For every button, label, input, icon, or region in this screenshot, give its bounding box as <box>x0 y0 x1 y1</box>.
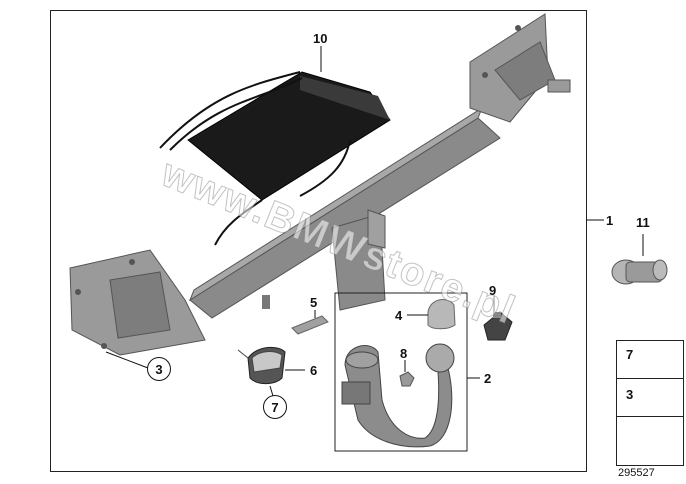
tow-bar-crossbeam <box>188 106 501 319</box>
callout-5: 5 <box>310 295 318 310</box>
callout-3-circled: 3 <box>147 357 171 381</box>
detachable-ball-neck <box>341 343 455 448</box>
socket-cover <box>237 346 286 385</box>
callout-11: 11 <box>636 215 650 230</box>
callout-9: 9 <box>489 283 497 298</box>
legend-label-7: 7 <box>626 347 634 362</box>
callout-7-circled: 7 <box>263 395 287 419</box>
left-mounting-bracket <box>69 249 206 356</box>
storage-bag <box>159 71 391 246</box>
cover-plate <box>291 315 329 335</box>
retaining-clip <box>611 259 668 285</box>
leader-lines <box>105 46 644 397</box>
legend-box-screw <box>616 340 684 380</box>
callout-6: 6 <box>310 363 318 378</box>
electrical-socket <box>483 311 513 341</box>
callout-2: 2 <box>484 371 492 386</box>
legend-box-arrow <box>616 416 684 466</box>
center-receiver <box>262 209 386 311</box>
callout-8: 8 <box>400 346 408 361</box>
ball-cap <box>427 299 456 330</box>
callout-4: 4 <box>395 308 403 323</box>
legend-label-3: 3 <box>626 387 634 402</box>
right-mounting-bracket <box>469 13 571 123</box>
callout-1: 1 <box>606 213 614 228</box>
figure-number: 295527 <box>618 467 655 479</box>
nut <box>399 371 415 387</box>
ball-neck-group-box <box>334 292 468 452</box>
callout-10: 10 <box>313 31 328 46</box>
